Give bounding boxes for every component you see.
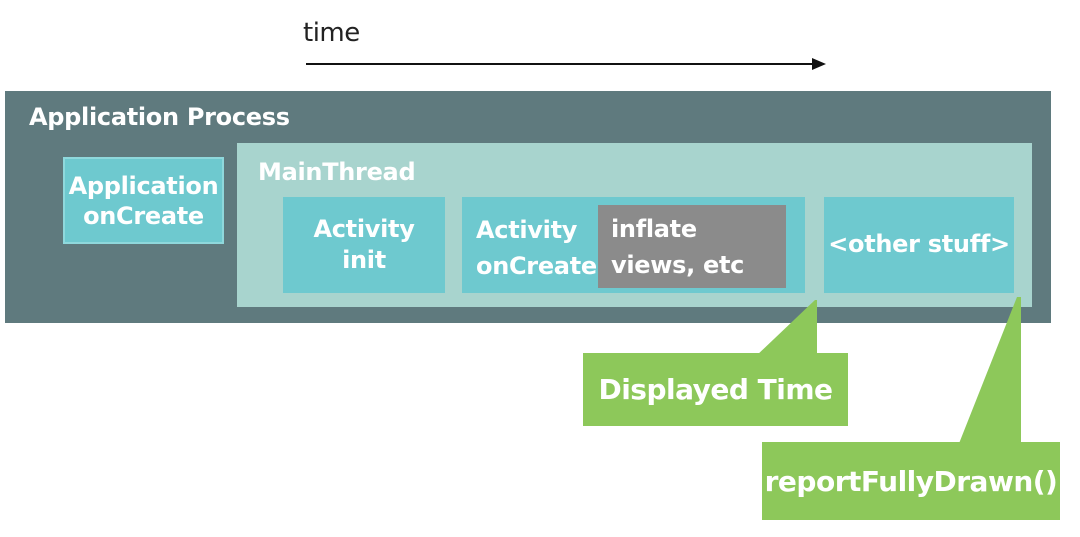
report-fully-drawn-callout: reportFullyDrawn() [762, 442, 1060, 520]
time-axis-arrow [306, 58, 826, 70]
other-stuff-box: <other stuff> [824, 197, 1014, 293]
time-axis-label: time [303, 18, 360, 48]
displayed-time-pointer [755, 300, 817, 357]
activity-init-line1: Activity [313, 214, 415, 243]
mainthread-title: MainThread [258, 158, 416, 186]
other-stuff-label: <other stuff> [828, 230, 1010, 259]
activity-init-box: Activity init [283, 197, 445, 293]
application-oncreate-box: Application onCreate [63, 157, 224, 244]
inflate-views-line2: views, etc [611, 251, 745, 279]
displayed-time-callout: Displayed Time [583, 353, 848, 426]
application-process-title: Application Process [29, 103, 290, 131]
inflate-views-box: inflate views, etc [598, 205, 786, 288]
inflate-views-line1: inflate [611, 215, 697, 243]
activity-oncreate-line2: onCreate [476, 252, 597, 280]
report-fully-drawn-pointer [958, 297, 1021, 446]
application-oncreate-line2: onCreate [83, 201, 204, 230]
application-oncreate-line1: Application [68, 171, 219, 200]
activity-oncreate-line1: Activity [476, 216, 578, 244]
activity-init-line2: init [342, 246, 386, 274]
